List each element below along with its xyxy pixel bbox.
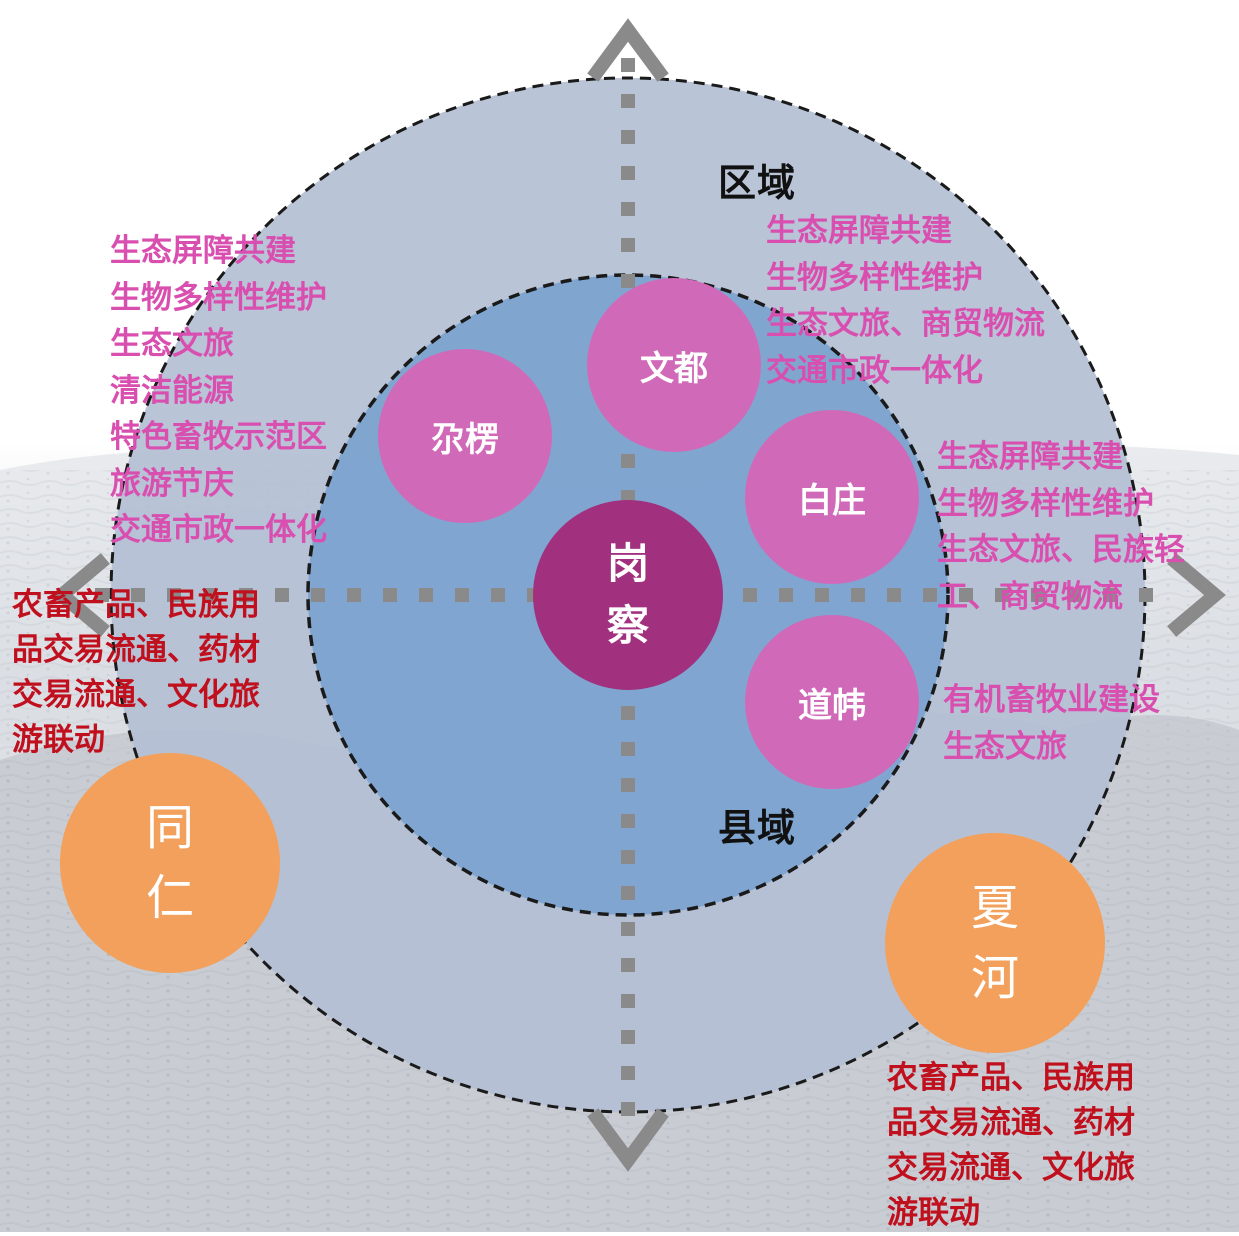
function-line: 有机畜牧业建设 bbox=[943, 682, 1160, 718]
function-line: 交易流通、文化旅 bbox=[887, 1150, 1135, 1186]
node-baizhuang-label: 白庄 bbox=[798, 480, 866, 521]
city-tongren-char-1: 同 bbox=[145, 800, 194, 856]
center-char-2: 察 bbox=[606, 601, 649, 650]
node-duoleng-label: 尕楞 bbox=[431, 419, 499, 460]
function-line: 特色畜牧示范区 bbox=[110, 419, 327, 455]
function-line: 交通市政一体化 bbox=[766, 352, 983, 389]
county-zone-label: 县域 bbox=[718, 806, 797, 850]
baizhuang-functions: 生态屏障共建 生物多样性维护 生态文旅、民族轻 工、商贸物流 bbox=[937, 434, 1185, 620]
function-line: 生态文旅、商贸物流 bbox=[766, 306, 1045, 342]
city-tongren: 同 仁 bbox=[60, 753, 280, 973]
arrow-down-icon bbox=[587, 1108, 669, 1172]
node-wendu-label: 文都 bbox=[640, 348, 708, 389]
function-line: 生态文旅、民族轻 bbox=[937, 532, 1185, 568]
city-xiahe-char-1: 夏 bbox=[970, 880, 1019, 936]
function-line: 生物多样性维护 bbox=[937, 485, 1154, 522]
daowei-functions: 有机畜牧业建设 生态文旅 bbox=[943, 677, 1160, 770]
function-line: 品交易流通、药材 bbox=[12, 632, 260, 668]
arrow-left-icon bbox=[51, 553, 110, 637]
duoleng-functions: 生态屏障共建 生物多样性维护 生态文旅 清洁能源 特色畜牧示范区 旅游节庆 交通… bbox=[110, 228, 327, 554]
function-line: 生态屏障共建 bbox=[766, 213, 952, 249]
wendu-functions: 生态屏障共建 生物多样性维护 生态文旅、商贸物流 交通市政一体化 bbox=[766, 208, 1045, 394]
function-line: 品交易流通、药材 bbox=[887, 1105, 1135, 1141]
node-daowei-label: 道帏 bbox=[798, 685, 866, 726]
function-line: 交易流通、文化旅 bbox=[12, 677, 260, 713]
function-line: 农畜产品、民族用 bbox=[887, 1060, 1135, 1096]
function-line: 生物多样性维护 bbox=[110, 279, 327, 316]
function-line: 交通市政一体化 bbox=[110, 512, 327, 548]
function-line: 生态屏障共建 bbox=[110, 233, 296, 269]
function-line: 生态文旅 bbox=[110, 326, 234, 362]
function-line: 旅游节庆 bbox=[110, 465, 234, 502]
arrow-up-icon bbox=[587, 18, 669, 82]
function-line: 游联动 bbox=[887, 1195, 980, 1231]
node-baizhuang: 白庄 bbox=[745, 410, 919, 584]
function-line: 农畜产品、民族用 bbox=[12, 587, 260, 623]
city-tongren-char-2: 仁 bbox=[145, 870, 194, 926]
node-daowei: 道帏 bbox=[745, 615, 919, 789]
function-line: 游联动 bbox=[12, 722, 105, 758]
tongren-functions: 农畜产品、民族用 品交易流通、药材 交易流通、文化旅 游联动 bbox=[12, 583, 260, 763]
function-line: 生态屏障共建 bbox=[937, 439, 1123, 475]
function-line: 生态文旅 bbox=[943, 728, 1067, 765]
city-xiahe: 夏 河 bbox=[885, 833, 1105, 1053]
function-line: 生物多样性维护 bbox=[766, 259, 983, 296]
xiahe-functions: 农畜产品、民族用 品交易流通、药材 交易流通、文化旅 游联动 bbox=[887, 1056, 1135, 1236]
function-line: 清洁能源 bbox=[110, 372, 234, 409]
node-wendu: 文都 bbox=[587, 278, 761, 452]
arrow-right-icon bbox=[1167, 553, 1226, 637]
center-node-gangcha: 岗 察 bbox=[533, 500, 723, 690]
function-line: 工、商贸物流 bbox=[937, 578, 1123, 615]
region-zone-label: 区域 bbox=[718, 161, 797, 205]
city-xiahe-char-2: 河 bbox=[970, 950, 1019, 1006]
axes bbox=[51, 18, 1226, 1172]
node-duoleng: 尕楞 bbox=[378, 349, 552, 523]
center-char-1: 岗 bbox=[606, 539, 649, 588]
